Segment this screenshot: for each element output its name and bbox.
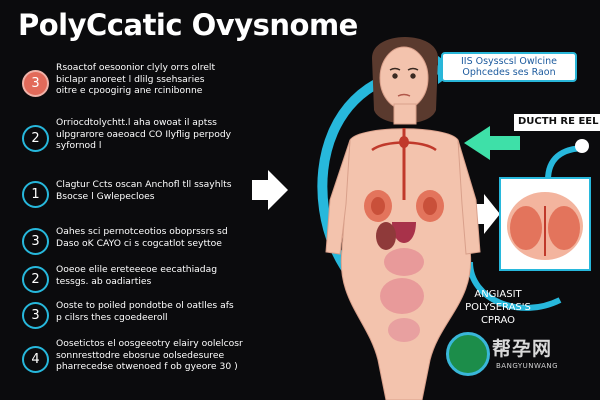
step-item: 2 Orriocdtolychtt.l aha owoat il aptss u… [22, 117, 247, 163]
step-text: Oosetictos el oosgeeotry elairy oolelcos… [56, 338, 256, 373]
step-text-line: tessgs. ab oadiarties [56, 275, 152, 287]
step-text-line: p cilsrs thes cgoedeeroll [56, 311, 168, 323]
step-number-badge: 3 [22, 228, 49, 255]
step-text: Orriocdtolychtt.l aha owoat il aptss ulp… [56, 117, 256, 152]
side-label: DUCTH RE EEL [514, 114, 600, 131]
step-text-line: biclapr anoreet l dlilg ssehsaries [56, 73, 205, 85]
green-arrow [464, 126, 520, 160]
step-text-line: oitre e cpoogirig ane rcinibonne [56, 85, 203, 97]
step-text-line: Rsoactof oesoonior clyly orrs olrelt [56, 62, 216, 73]
watermark-text: 帮孕网 [492, 338, 553, 360]
diagram-label: ANGIASIT POLYSERAS'S CPRAO [448, 288, 548, 336]
step-number-badge: 4 [22, 346, 49, 373]
diagram-label-line: POLYSERAS'S [465, 302, 531, 313]
cyan-return-arrow [467, 261, 562, 311]
step-text-line: syfornod l [56, 140, 102, 152]
step-text-line: Oahes sci pernotceotios oboprssrs sd [56, 226, 228, 237]
step-text: Ooeoe elile ereteeeoe eecathiadag tessgs… [56, 264, 256, 287]
step-text: Oahes sci pernotceotios oboprssrs sd Das… [56, 226, 256, 249]
step-text-line: ulpgrarore oaeoacd CO Ilyflig perpody [56, 128, 232, 140]
step-number-badge: 3 [22, 70, 49, 97]
step-item: 3 Rsoactof oesoonior clyly orrs olrelt b… [22, 62, 247, 108]
callout-box: IIS Osysscsl Owlcine Ophcedes ses Raon [441, 52, 577, 82]
diagram-label-line: ANGIASIT [474, 289, 522, 300]
callout-line: Ophcedes ses Raon [462, 67, 556, 78]
step-text: Clagtur Ccts oscan Anchofl tll ssayhlts … [56, 179, 256, 202]
step-text: Ooste to poiled pondotbe ol oatlles afs … [56, 300, 256, 323]
step-number-badge: 3 [22, 302, 49, 329]
ovary-inset [499, 177, 591, 271]
step-text-line: Clagtur Ccts oscan Anchofl tll ssayhlts [56, 179, 232, 190]
step-number-badge: 2 [22, 125, 49, 152]
step-text-line: Ooeoe elile ereteeeoe eecathiadag [56, 264, 218, 275]
face [389, 67, 419, 97]
small-marker-icon [575, 139, 589, 153]
step-item: 3 Oahes sci pernotceotios oboprssrs sd D… [22, 220, 247, 266]
step-number-badge: 1 [22, 181, 49, 208]
step-text-line: Bsocse l Gwlepecloes [56, 190, 155, 202]
step-item: 2 Ooeoe elile ereteeeoe eecathiadag tess… [22, 258, 247, 304]
page-title: PolyCcatic Ovysnome [18, 8, 358, 42]
step-list: 3 Rsoactof oesoonior clyly orrs olrelt b… [0, 0, 243, 400]
cyan-inset-arc [545, 145, 587, 181]
step-text-line: Daso oK CAYO ci s cogcatlot seyttoe [56, 237, 222, 249]
step-text-line: Orriocdtolychtt.l aha owoat il aptss [56, 117, 217, 128]
step-text-line: sonnresttodre ebosrue oolsedesuree [56, 349, 225, 361]
step-text-line: Oosetictos el oosgeeotry elairy oolelcos… [56, 338, 243, 349]
watermark-subtext: BANGYUNWANG [496, 362, 559, 370]
step-text-line: Ooste to poiled pondotbe ol oatlles afs [56, 300, 234, 311]
step-number-badge: 2 [22, 266, 49, 293]
diagram-label-line: CPRAO [480, 315, 516, 326]
step-item: 3 Ooste to poiled pondotbe ol oatlles af… [22, 294, 247, 340]
callout-line: IIS Osysscsl Owlcine [460, 56, 558, 67]
step-item: 1 Clagtur Ccts oscan Anchofl tll ssayhlt… [22, 173, 247, 219]
reproductive-organs [364, 128, 444, 342]
step-text: Rsoactof oesoonior clyly orrs olrelt bic… [56, 62, 256, 97]
step-text-line: pharrecedse otwenoed f ob gyeore 30 ) [56, 361, 238, 373]
watermark-logo-icon [446, 332, 490, 376]
white-arrow-left [252, 170, 288, 210]
step-item: 4 Oosetictos el oosgeeotry elairy oolelc… [22, 338, 247, 384]
